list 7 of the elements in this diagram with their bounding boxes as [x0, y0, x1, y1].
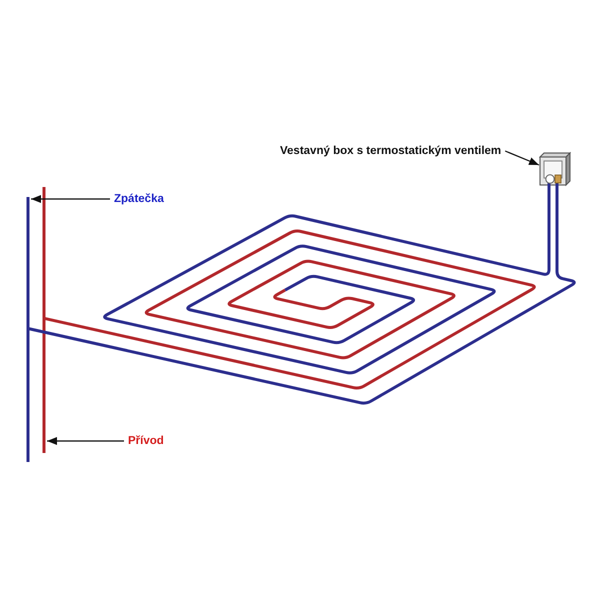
wall-box-icon — [539, 152, 571, 188]
pipe-label: Zpátečka — [114, 192, 164, 206]
leader-arrow — [504, 150, 540, 166]
callout-text: Vestavný box s termostatickým ventilem — [280, 144, 502, 158]
pipe-label: Přívod — [128, 434, 164, 448]
leader-arrow — [47, 437, 124, 445]
leader-arrow — [31, 195, 110, 203]
